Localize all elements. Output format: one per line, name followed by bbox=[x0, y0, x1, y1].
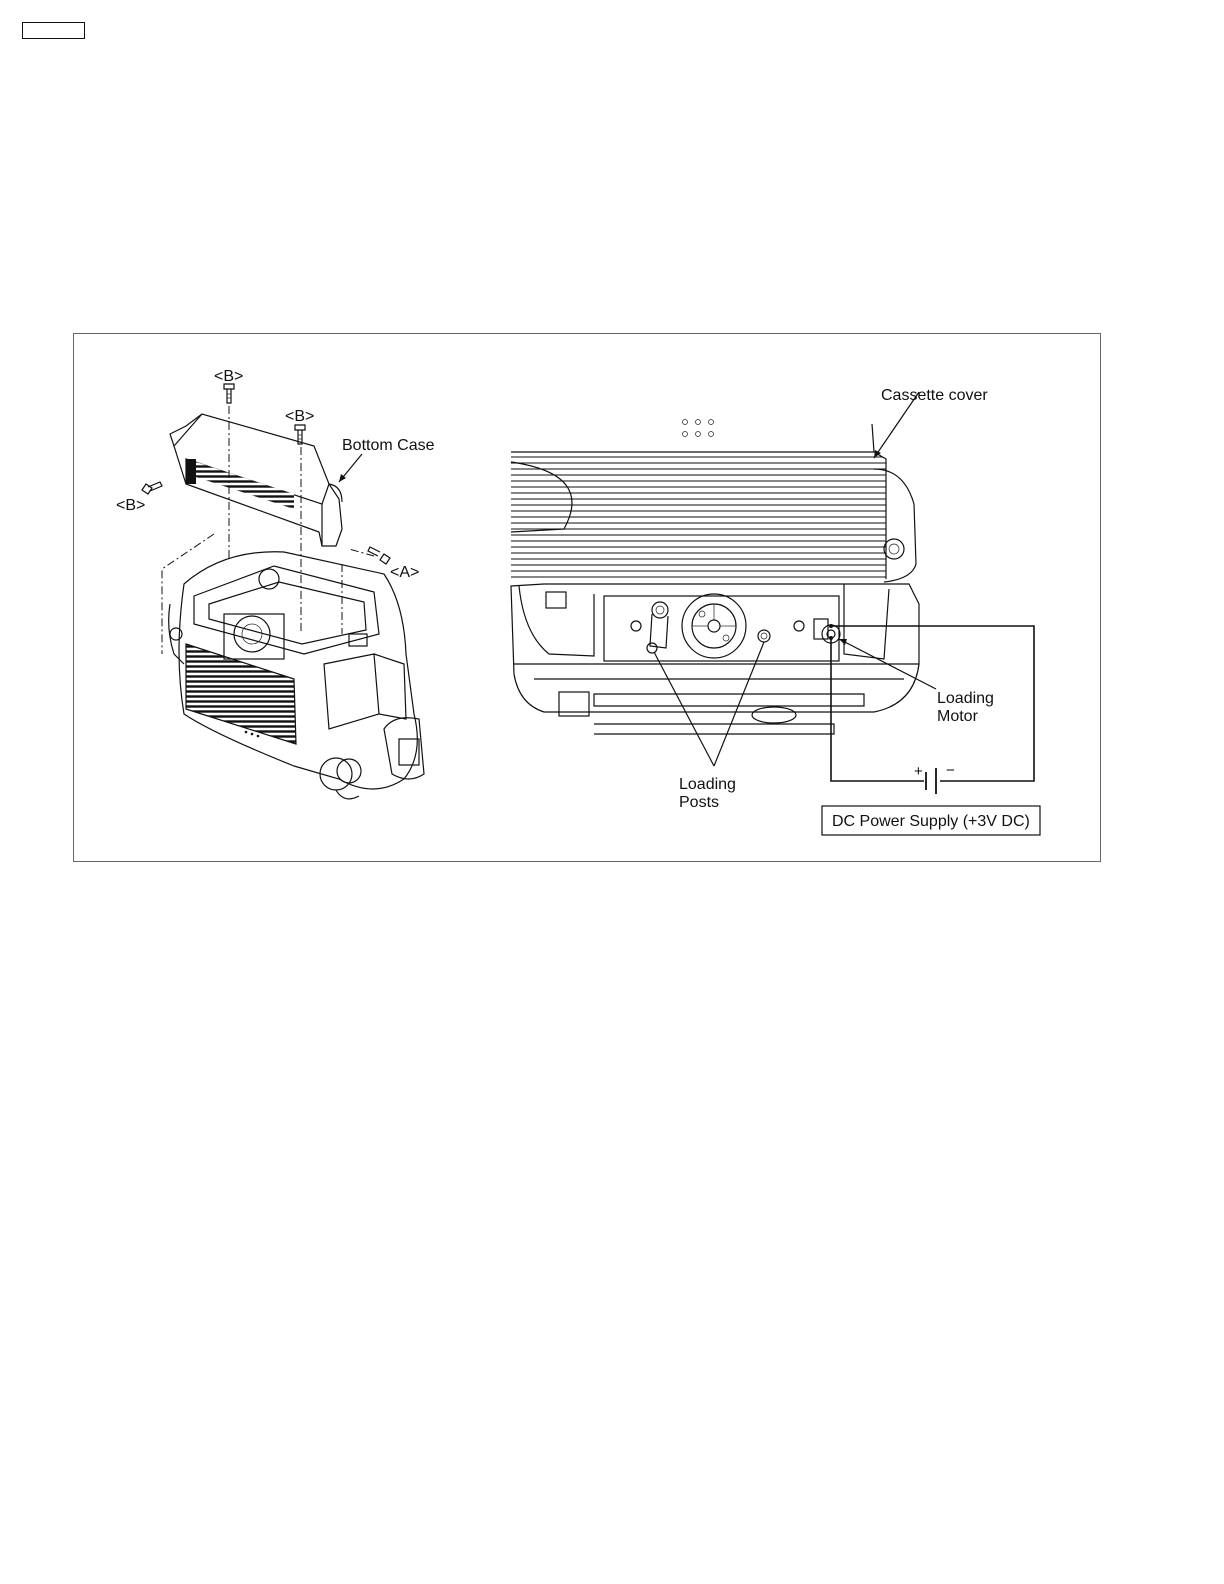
label-screw-b-mid: <B> bbox=[285, 408, 314, 425]
cassette-cover-part bbox=[511, 424, 916, 582]
label-screw-b-left: <B> bbox=[116, 497, 145, 514]
right-mechanism-view: + − DC Power Supply (+3V DC) Cassette co… bbox=[511, 387, 1040, 835]
label-power-supply: DC Power Supply (+3V DC) bbox=[832, 813, 1030, 830]
screw-b-left-icon bbox=[142, 482, 162, 494]
page-number-box bbox=[22, 22, 85, 39]
label-screw-a: <A> bbox=[390, 564, 419, 581]
label-loading-motor-2: Motor bbox=[937, 708, 979, 725]
label-polarity-plus: + bbox=[914, 763, 923, 780]
screw-b-top-icon bbox=[224, 384, 234, 403]
bottom-case-part bbox=[170, 414, 342, 546]
label-loading-posts-1: Loading bbox=[679, 776, 736, 793]
camcorder-body bbox=[169, 552, 424, 799]
disassembly-figure: <B> <B> <B> <A> Bottom Case bbox=[73, 333, 1101, 862]
label-polarity-minus: − bbox=[946, 762, 955, 779]
deck-body bbox=[511, 584, 919, 734]
label-loading-posts-2: Posts bbox=[679, 794, 719, 811]
cover-dots bbox=[683, 420, 714, 437]
left-exploded-view: <B> <B> <B> <A> Bottom Case bbox=[116, 368, 435, 799]
label-loading-motor-1: Loading bbox=[937, 690, 994, 707]
label-screw-b-top: <B> bbox=[214, 368, 243, 385]
label-cassette-cover: Cassette cover bbox=[881, 387, 988, 404]
tape-mechanism bbox=[604, 594, 840, 661]
figure-drawing: <B> <B> <B> <A> Bottom Case bbox=[74, 334, 1102, 863]
label-bottom-case: Bottom Case bbox=[342, 437, 435, 454]
